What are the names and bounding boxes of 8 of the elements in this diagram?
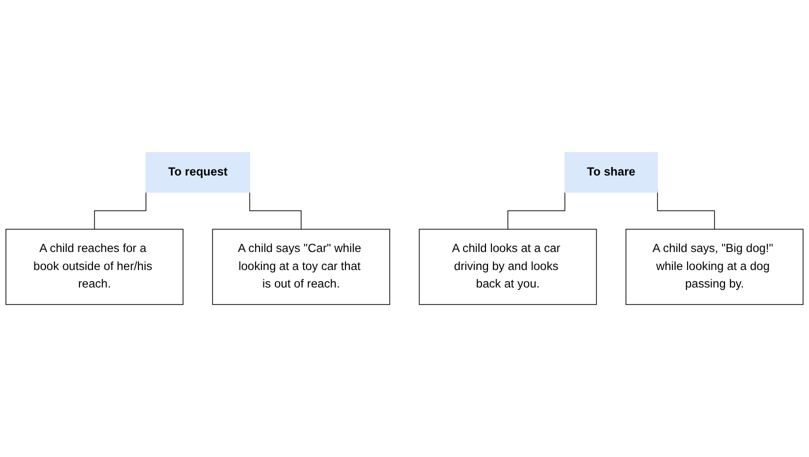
connector (249, 191, 302, 230)
node-box: A child looks at a car driving by and looks back at you. (418, 228, 597, 305)
node-box: A child says, "Big dog!" while looking at a dog passing by. (626, 228, 804, 305)
node-box: A child says "Car" while looking at a toy car that is out of reach. (212, 228, 390, 305)
connector (94, 191, 146, 230)
node-box: A child reaches for a book outside of her/his reach. (6, 228, 184, 305)
node-box: To share (564, 152, 658, 193)
node-box: To request (146, 152, 250, 193)
